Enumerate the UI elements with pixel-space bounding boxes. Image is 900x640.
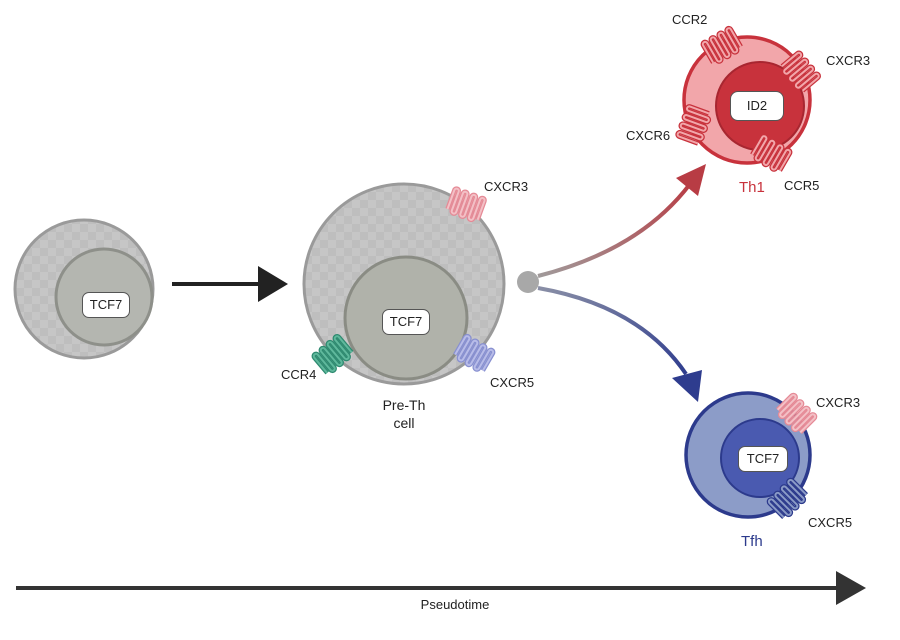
tfh-cxcr5-receptor bbox=[766, 477, 808, 519]
th1-cxcr6-receptor bbox=[675, 104, 712, 146]
pseudotime-axis bbox=[16, 571, 866, 605]
th1-nucleus-label: ID2 bbox=[730, 91, 784, 121]
branch-point bbox=[517, 271, 539, 293]
naive-nucleus-label: TCF7 bbox=[82, 292, 130, 318]
th1-ccr5-label: CCR5 bbox=[784, 178, 820, 193]
pre-th-cxcr3-label: CXCR3 bbox=[484, 179, 529, 194]
receptor-layer bbox=[311, 26, 821, 519]
naive-cell bbox=[13, 218, 155, 360]
pre-th-title-line2: cell bbox=[393, 415, 415, 431]
th1-branch-arrow bbox=[537, 164, 706, 278]
th1-ccr2-receptor bbox=[700, 26, 743, 64]
th1-ccr2-label: CCR2 bbox=[672, 12, 708, 27]
pseudotime-arrowhead bbox=[836, 571, 866, 605]
th1-cxcr6-label: CXCR6 bbox=[626, 128, 671, 143]
progression-arrow bbox=[172, 266, 288, 302]
pre-th-cxcr5-receptor bbox=[453, 334, 496, 372]
pseudotime-label: Pseudotime bbox=[420, 597, 490, 612]
pre-th-ccr4-label: CCR4 bbox=[281, 367, 317, 382]
tfh-nucleus-label: TCF7 bbox=[738, 446, 788, 472]
tfh-cxcr3-receptor bbox=[776, 392, 818, 434]
th1-cxcr3-receptor bbox=[780, 50, 821, 93]
tfh-title: Tfh bbox=[741, 533, 763, 550]
tfh-cxcr3-label: CXCR3 bbox=[816, 395, 861, 410]
tfh-branch-arrow bbox=[537, 286, 702, 402]
th1-cxcr3-label: CXCR3 bbox=[826, 53, 871, 68]
tfh-cxcr5-label: CXCR5 bbox=[808, 515, 853, 530]
pre-th-title-line1: Pre-Th bbox=[382, 397, 426, 413]
pre-th-ccr4-receptor bbox=[311, 334, 354, 375]
th1-ccr5-receptor bbox=[750, 134, 793, 172]
th1-title: Th1 bbox=[739, 179, 765, 196]
pre-th-cxcr5-label: CXCR5 bbox=[490, 375, 535, 390]
pre-th-nucleus-label: TCF7 bbox=[382, 309, 430, 335]
pre-th-cxcr3-receptor bbox=[445, 186, 487, 223]
